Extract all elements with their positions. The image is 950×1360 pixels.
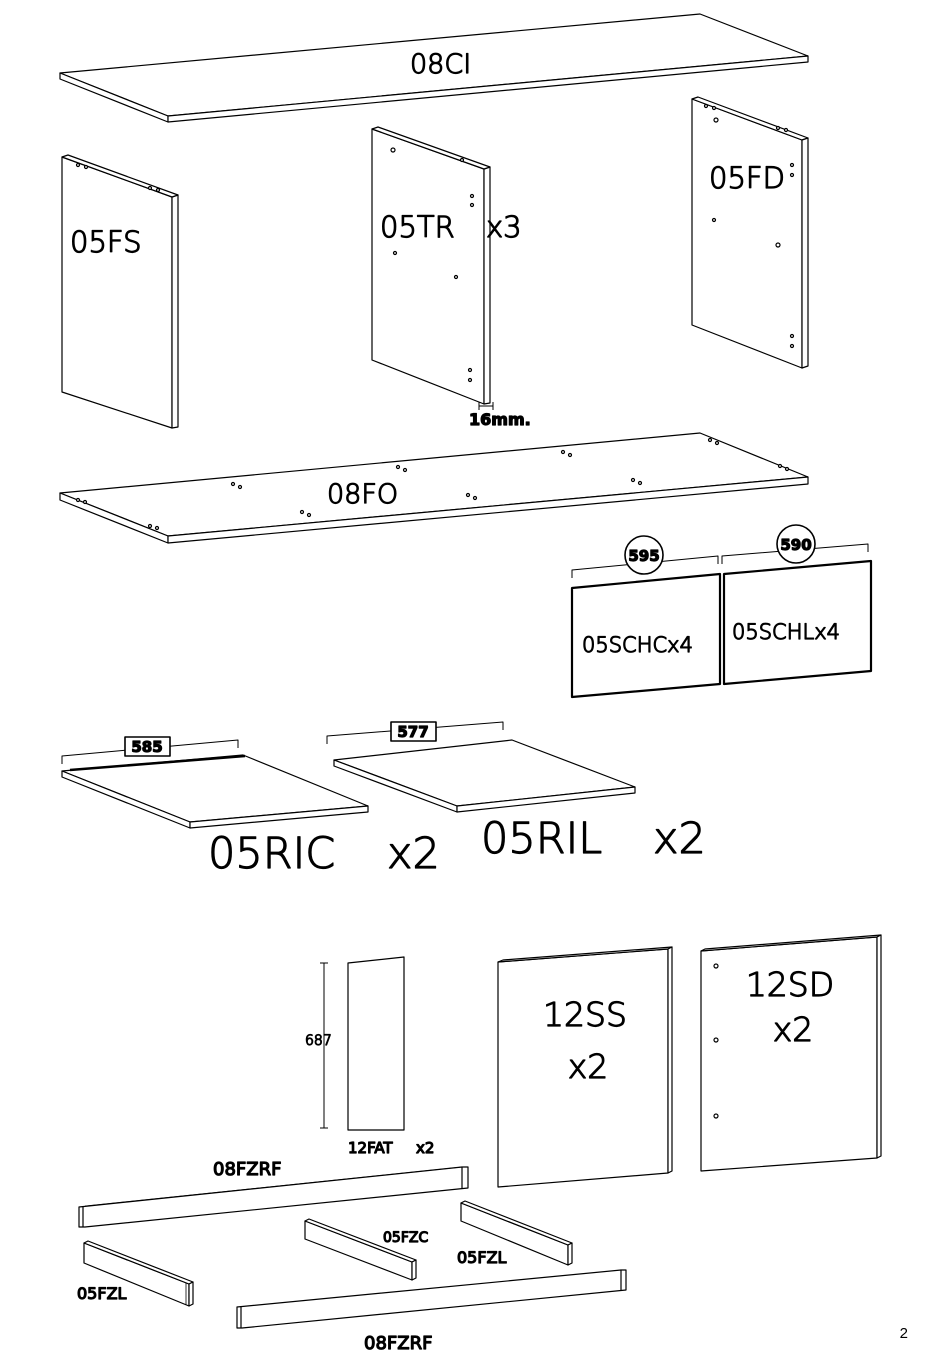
label-08fzrf-top: 08FZRF	[213, 1159, 281, 1180]
label-05fzc: 05FZC	[383, 1230, 428, 1246]
label-12sd: 12SD	[746, 965, 834, 1004]
shelf-05ric	[62, 755, 368, 828]
panel-12fat	[348, 957, 404, 1130]
label-05ril: 05RIL	[481, 814, 602, 864]
label-05ric: 05RIC	[208, 829, 335, 879]
label-12ss: 12SS	[543, 995, 627, 1034]
label-08fzrf-bottom: 08FZRF	[364, 1333, 432, 1354]
dim-595: 595	[628, 547, 659, 565]
dim-585: 585	[131, 738, 162, 756]
panel-05fs	[62, 155, 178, 428]
plinth-08fzrf-bottom	[237, 1270, 626, 1328]
thickness-label: 16mm.	[469, 410, 531, 429]
dim-590: 590	[780, 536, 811, 554]
qty-05ril: x2	[653, 814, 706, 864]
label-05schc: 05SCHCx4	[582, 633, 693, 657]
label-08ci: 08CI	[410, 49, 471, 80]
plinth-05fzc	[305, 1219, 416, 1280]
label-05fd: 05FD	[709, 161, 785, 195]
dim-687: 687	[305, 1033, 332, 1049]
dim-577: 577	[397, 723, 428, 741]
qty-05tr: x3	[486, 210, 522, 244]
qty-05ric: x2	[387, 829, 440, 879]
qty-12fat: x2	[416, 1139, 434, 1157]
panel-05fd	[692, 97, 808, 368]
panel-05tr	[372, 127, 490, 404]
label-05tr: 05TR	[380, 210, 455, 244]
panel-08fo	[60, 433, 808, 543]
page-number: 2	[900, 1325, 908, 1342]
label-08fo: 08FO	[327, 479, 398, 510]
shelf-05ril	[334, 740, 635, 812]
qty-12ss: x2	[568, 1047, 609, 1086]
label-05schl: 05SCHLx4	[732, 620, 840, 644]
label-05fs: 05FS	[70, 225, 141, 259]
label-05fzl-left: 05FZL	[77, 1284, 127, 1303]
label-12fat: 12FAT	[348, 1139, 393, 1157]
label-05fzl-right: 05FZL	[457, 1248, 507, 1267]
qty-12sd: x2	[773, 1010, 814, 1049]
